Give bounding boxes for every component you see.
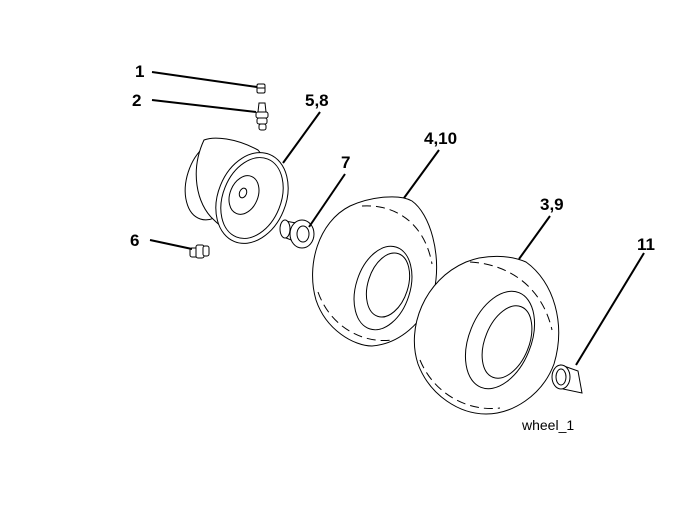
callout-7: 7 <box>341 153 350 172</box>
hub-cap <box>551 364 583 394</box>
diagram-caption: wheel_1 <box>521 417 574 433</box>
wheel-rim <box>184 137 289 244</box>
callout-11: 11 <box>637 235 655 254</box>
tire-4-10 <box>312 196 437 347</box>
valve-stem <box>255 102 269 131</box>
valve-cap <box>256 83 266 94</box>
callout-1: 1 <box>135 62 144 81</box>
callout-2: 2 <box>132 91 141 110</box>
tire-3-9 <box>413 255 560 415</box>
callout-3-9: 3,9 <box>540 195 564 214</box>
callout-5-8: 5,8 <box>305 91 329 110</box>
callout-4-10: 4,10 <box>424 129 457 148</box>
callout-6: 6 <box>130 231 139 250</box>
leader-lines <box>149 71 645 366</box>
bushing <box>279 219 315 249</box>
grease-fitting <box>189 244 210 259</box>
